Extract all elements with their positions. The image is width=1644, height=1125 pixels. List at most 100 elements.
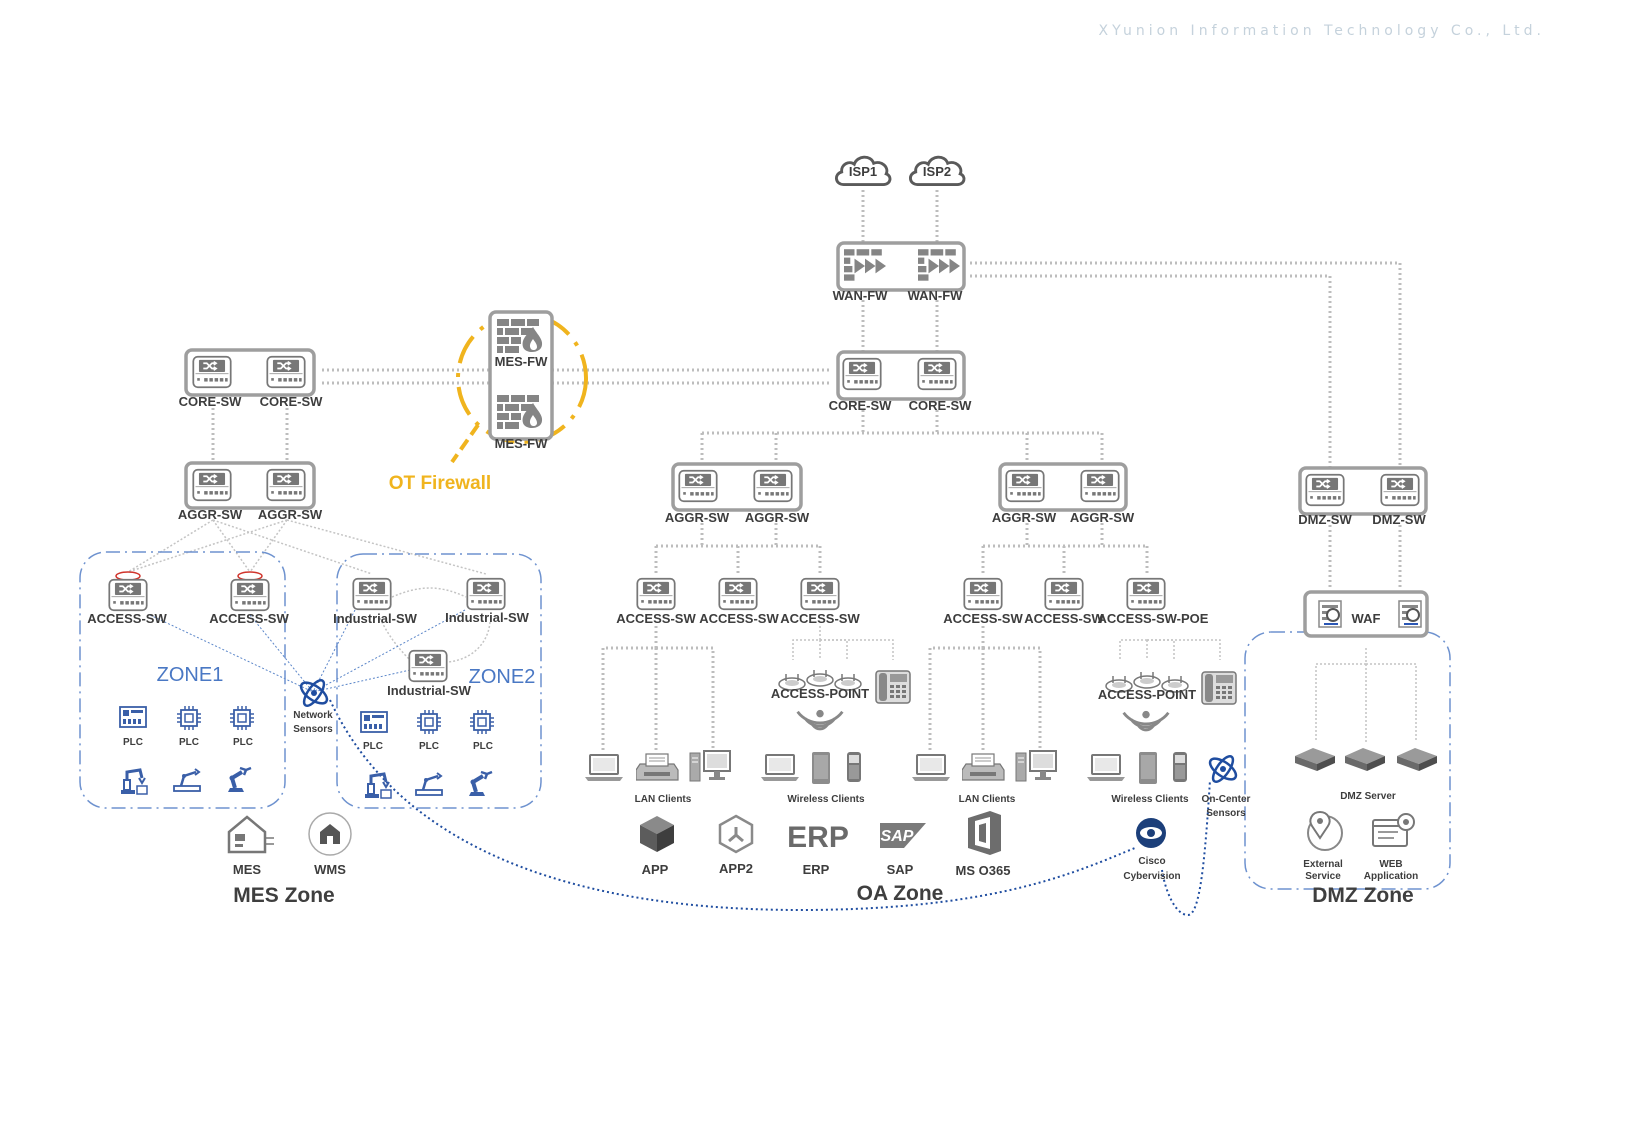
robot-arm-icon [119,768,148,796]
oa-right-aggr-pair[interactable]: AGGR-SW AGGR-SW [992,462,1135,525]
oa-left-access-points[interactable]: ACCESS-POINT [771,669,911,731]
robot-arm-icon [363,772,392,800]
zone1-access-switch-right[interactable]: ACCESS-SW [209,571,289,626]
zone2-ind-bottom-label: Industrial-SW [387,683,472,698]
sap-label: SAP [887,862,914,877]
ms-o365-item[interactable]: MS O365 [956,811,1011,878]
oa-zone-title: OA Zone [857,882,944,905]
plc-rack-icon[interactable] [119,706,147,728]
plc-chip-icon[interactable] [416,709,442,735]
cisco-cybervision[interactable]: Cisco Cybervision [1123,818,1181,882]
external-service[interactable]: External Service [1303,810,1343,882]
plc-rack-icon[interactable] [360,711,388,733]
zone2-ind-right-label: Industrial-SW [445,610,530,625]
wms-app[interactable]: WMS [308,812,352,877]
mes-core-switch-pair[interactable]: CORE-SW CORE-SW [179,348,324,409]
plc-chip-icon[interactable] [176,705,202,731]
industrial-switch-right[interactable]: Industrial-SW [445,577,530,625]
connection-links [127,190,1417,750]
industrial-robot-icon [226,766,253,794]
mes-aggr-switch-pair[interactable]: AGGR-SW AGGR-SW [178,461,323,522]
zone1-access-switch-left[interactable]: ACCESS-SW [87,571,167,626]
sap-logo-icon [880,823,926,848]
dmz-sw-left-label: DMZ-SW [1298,512,1352,527]
switch-icon [192,355,232,389]
network-sensors[interactable]: Network Sensors [293,676,333,735]
oa-left-lan-clients[interactable]: LAN Clients [584,750,731,805]
isp1-label: ISP1 [849,164,877,179]
oa-left-wireless-label: Wireless Clients [787,794,865,805]
sap-item[interactable]: SAP SAP [880,823,926,877]
web-application[interactable]: WEB Application [1364,813,1418,882]
zone1-plc-label: PLC [123,737,143,748]
zone2-boundary [336,553,542,809]
switch-icon [408,649,448,683]
phone-icon [1173,752,1187,782]
zone1-plc-label: PLC [233,737,253,748]
server-icon [1345,748,1385,771]
hexagon-app-icon [718,814,754,854]
zone1-boundary [79,551,286,809]
switch-icon[interactable] [963,577,1003,611]
zone2-ind-left-label: Industrial-SW [333,611,418,626]
tablet-icon [812,752,830,784]
access-point-icon [806,669,834,687]
svg-text:SAP: SAP [881,828,914,845]
mes-aggr-left-label: AGGR-SW [178,507,243,522]
switch-icon [192,468,232,502]
oa-left-wireless-clients[interactable]: Wireless Clients [760,752,865,805]
switch-icon[interactable] [1126,577,1166,611]
switch-icon [230,578,270,612]
oa-core-switch-pair[interactable]: CORE-SW CORE-SW [829,350,973,413]
server-icon [1397,748,1437,771]
zone2-plc-label: PLC [473,741,493,752]
erp-item[interactable]: ERP ERP [787,821,849,877]
switch-icon[interactable] [800,577,840,611]
app2-item[interactable]: APP2 [718,814,754,876]
network-sensors-line1: Network [293,710,333,721]
plc-chip-icon[interactable] [469,709,495,735]
oa-right-wireless-clients[interactable]: Wireless Clients [1086,752,1189,805]
dmz-servers[interactable]: DMZ Server [1295,748,1437,802]
isp2-cloud[interactable]: ISP2 [908,155,966,187]
wan-firewall-pair[interactable]: WAN-FW WAN-FW [833,241,966,303]
oa-right-access-poe-label: ACCESS-SW-POE [1098,611,1209,626]
oa-left-ap-label: ACCESS-POINT [771,686,869,701]
switch-icon[interactable] [1044,577,1084,611]
zone1: ACCESS-SW ACCESS-SW ZONE1 PLC PLC PLC [87,571,289,796]
plc-chip-icon[interactable] [229,705,255,731]
ms-o365-label: MS O365 [956,863,1011,878]
laptop-icon [760,754,800,782]
ot-firewall[interactable]: MES-FW MES-FW OT Firewall [389,310,588,494]
zone1-access-right-label: ACCESS-SW [209,611,289,626]
mes-app[interactable]: MES [227,815,274,877]
zone1-access-left-label: ACCESS-SW [87,611,167,626]
oa-right-lan-clients[interactable]: LAN Clients [911,750,1057,805]
wifi-signal-icon [1122,709,1170,732]
oa-right-access-points[interactable]: ACCESS-POINT [1098,671,1237,732]
switch-icon [108,578,148,612]
oa-left-aggr-pair[interactable]: AGGR-SW AGGR-SW [665,462,810,525]
industrial-switch-left[interactable]: Industrial-SW [333,577,418,626]
isp1-cloud[interactable]: ISP1 [834,155,892,187]
oa-right-wireless-label: Wireless Clients [1111,794,1189,805]
waf-device[interactable]: WAF [1303,590,1429,638]
welding-robot-icon [414,771,444,797]
switch-icon[interactable] [636,577,676,611]
mes-house-icon [227,815,267,854]
dmz-switch-pair[interactable]: DMZ-SW DMZ-SW [1298,466,1428,527]
app2-label: APP2 [719,861,753,876]
mes-core-left-label: CORE-SW [179,394,243,409]
waf-right-icon [1398,600,1422,628]
on-center-sensors[interactable]: On-Center Sensors [1202,752,1251,819]
switch-icon[interactable] [718,577,758,611]
laptop-icon [911,754,951,782]
app-item[interactable]: APP [640,816,674,877]
sensor-icon [1206,752,1240,786]
industrial-switch-bottom[interactable]: Industrial-SW [387,649,472,698]
switch-icon [1305,473,1345,507]
tablet-icon [1139,752,1157,784]
erp-logo-icon: ERP [787,821,849,854]
zone2: Industrial-SW Industrial-SW Industrial-S… [333,577,535,800]
